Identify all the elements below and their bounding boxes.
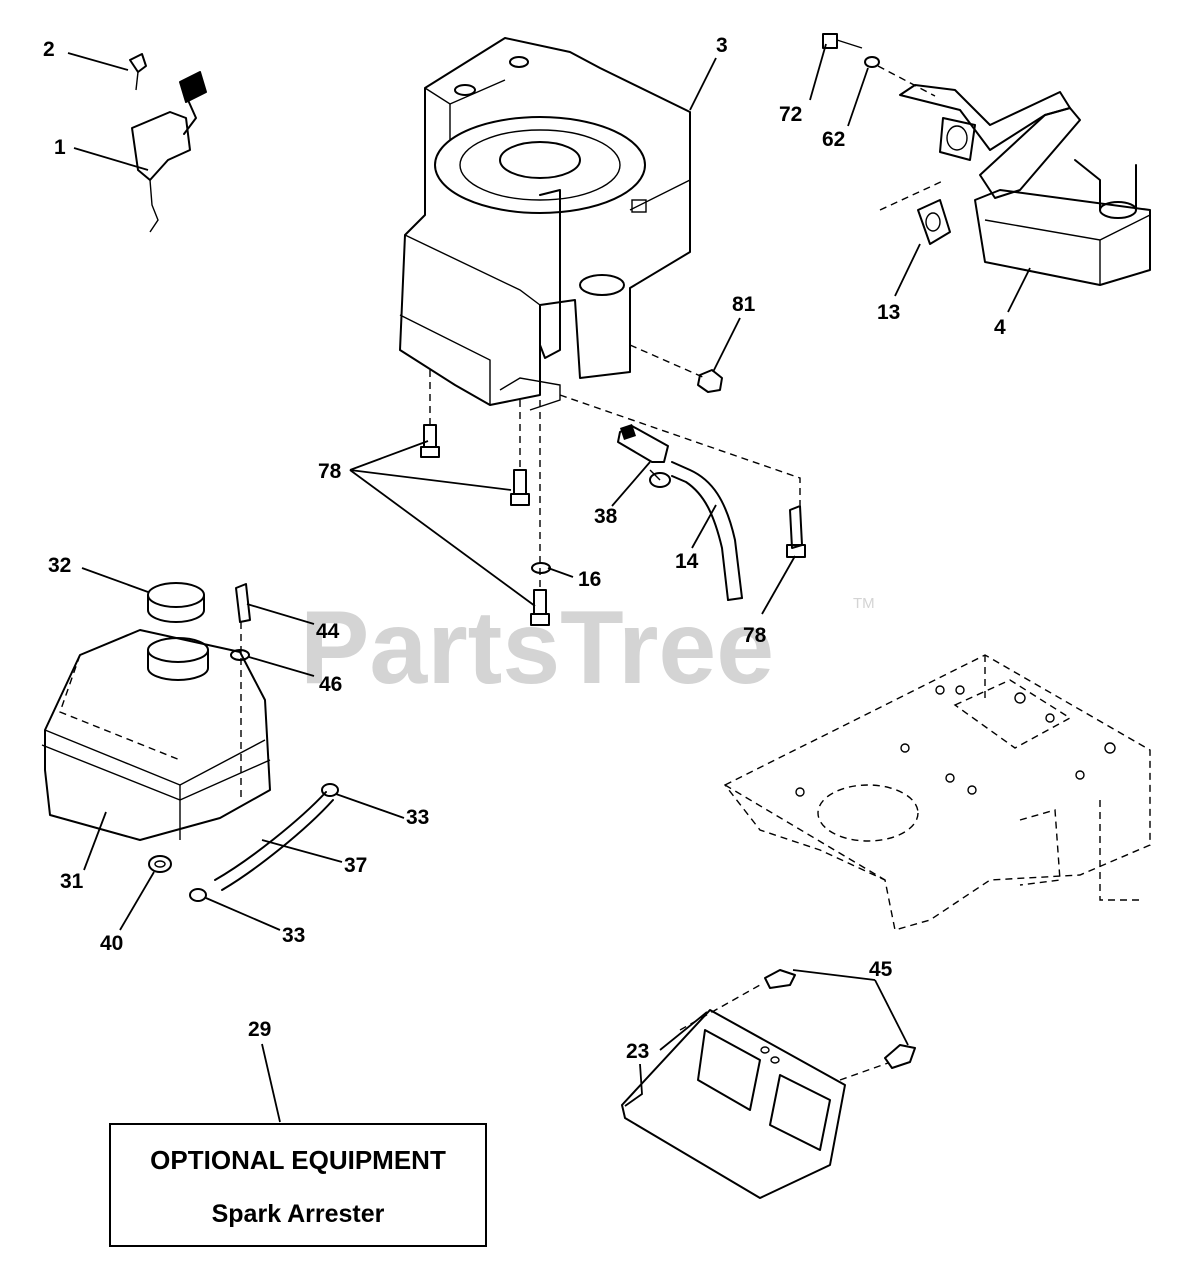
bolt-45-b[interactable] xyxy=(884,1044,916,1069)
hose-14[interactable] xyxy=(671,461,743,601)
bolt-78-c[interactable] xyxy=(530,589,550,626)
callout-16: 16 xyxy=(578,568,601,591)
optional-equipment-item: Spark Arrester xyxy=(212,1200,385,1228)
nut-81[interactable] xyxy=(697,369,723,393)
washer-16[interactable] xyxy=(531,562,551,574)
guide-line xyxy=(629,344,706,379)
callout-2: 2 xyxy=(43,38,55,61)
bolt-72[interactable] xyxy=(822,33,863,49)
guide-line xyxy=(839,1062,889,1081)
gasket-13[interactable] xyxy=(917,199,951,245)
bolt-78-b[interactable] xyxy=(510,469,530,506)
clamp-33-b[interactable] xyxy=(189,888,207,902)
guide-line xyxy=(559,394,801,505)
bolt-45-a[interactable] xyxy=(764,969,796,989)
callout-1: 1 xyxy=(54,136,66,159)
washer-62[interactable] xyxy=(864,56,880,68)
callout-78-a: 78 xyxy=(318,460,342,483)
callout-44: 44 xyxy=(316,620,340,643)
guide-line xyxy=(877,65,936,97)
fuel-cap-32[interactable] xyxy=(147,582,205,623)
watermark-trademark: TM xyxy=(853,595,875,612)
callout-3: 3 xyxy=(716,34,728,57)
engine-part[interactable] xyxy=(399,37,691,411)
callout-32: 32 xyxy=(48,554,71,577)
screw-44[interactable] xyxy=(235,583,251,623)
callout-14: 14 xyxy=(675,550,699,573)
callout-62: 62 xyxy=(822,128,845,151)
callout-46: 46 xyxy=(319,673,342,696)
washer-46[interactable] xyxy=(230,649,250,661)
frame-part xyxy=(723,654,1151,931)
callout-29: 29 xyxy=(248,1018,271,1041)
callout-13: 13 xyxy=(877,301,900,324)
shield-23[interactable] xyxy=(621,1009,846,1199)
callout-72: 72 xyxy=(779,103,802,126)
clamp-33-a[interactable] xyxy=(321,783,339,797)
callout-38: 38 xyxy=(594,505,618,528)
callout-23: 23 xyxy=(626,1040,649,1063)
callout-37: 37 xyxy=(344,854,367,877)
grommet-40[interactable] xyxy=(148,855,172,873)
callout-33-b: 33 xyxy=(282,924,305,947)
bolt-78-d[interactable] xyxy=(786,505,806,558)
callout-81: 81 xyxy=(732,293,756,316)
fuel-filter-38[interactable] xyxy=(617,424,671,488)
fuel-tank-31[interactable] xyxy=(41,629,271,841)
callout-40: 40 xyxy=(100,932,123,955)
throttle-control-part[interactable] xyxy=(129,53,207,233)
optional-equipment-box xyxy=(109,1123,487,1247)
callout-33-a: 33 xyxy=(406,806,429,829)
callout-78-b: 78 xyxy=(743,624,767,647)
bolt-78-a[interactable] xyxy=(420,424,440,458)
optional-equipment-title: OPTIONAL EQUIPMENT xyxy=(150,1145,446,1175)
callout-4: 4 xyxy=(994,316,1006,339)
watermark-text: PartsTree xyxy=(300,590,774,706)
muffler-part[interactable] xyxy=(879,84,1151,286)
callout-45: 45 xyxy=(869,958,893,981)
leader-lines xyxy=(67,43,1031,1123)
callout-31: 31 xyxy=(60,870,84,893)
fuel-line-37[interactable] xyxy=(214,791,334,891)
